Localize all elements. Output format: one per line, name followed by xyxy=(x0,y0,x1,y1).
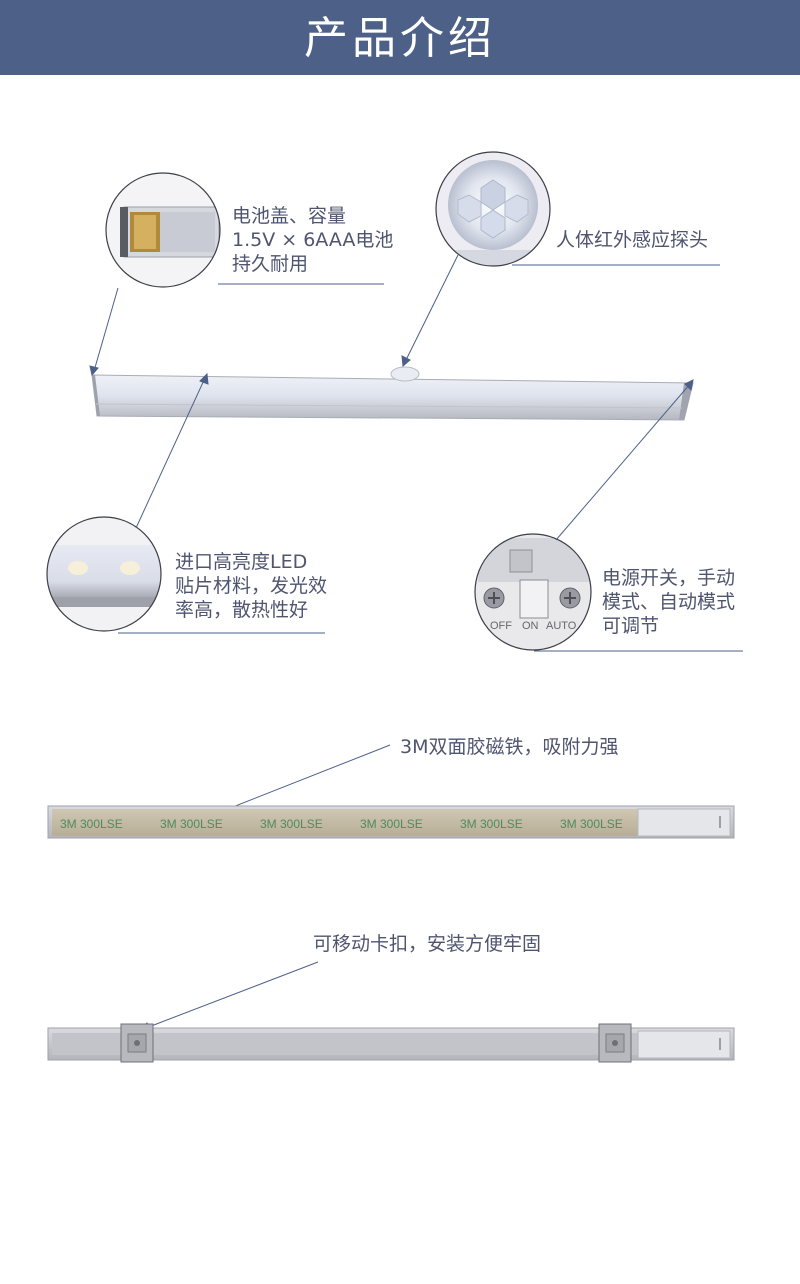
adhesive-tape xyxy=(52,809,638,836)
tape-print-repeat: 3M 300LSE 3M 300LSE 3M 300LSE 3M 300LSE … xyxy=(60,817,623,831)
switch-auto-text: AUTO xyxy=(546,620,577,632)
led-label-line-1: 进口高亮度LED xyxy=(175,551,308,573)
switch-off-text: OFF xyxy=(490,620,512,632)
switch-label: 电源开关，手动 模式、自动模式 可调节 xyxy=(602,566,735,638)
svg-text:3M 300LSE: 3M 300LSE xyxy=(260,817,323,831)
switch-on-text: ON xyxy=(522,620,539,632)
led-label: 进口高亮度LED 贴片材料，发光效 率高，散热性好 xyxy=(175,550,327,622)
svg-text:3M 300LSE: 3M 300LSE xyxy=(460,817,523,831)
sensor-dome xyxy=(390,366,420,382)
light-bar xyxy=(91,366,694,421)
sensor-zoom-circle xyxy=(435,151,551,267)
sensor-label: 人体红外感应探头 xyxy=(556,228,708,252)
svg-text:3M 300LSE: 3M 300LSE xyxy=(60,817,123,831)
title-banner: 产品介绍 xyxy=(0,0,800,75)
switch-zoom-circle: OFF ON AUTO xyxy=(474,533,592,651)
bar-back-with-tape: 3M 300LSE 3M 300LSE 3M 300LSE 3M 300LSE … xyxy=(47,805,735,839)
battery-zoom-circle xyxy=(105,172,221,288)
svg-text:3M 300LSE: 3M 300LSE xyxy=(560,817,623,831)
adhesive-label: 3M双面胶磁铁，吸附力强 xyxy=(400,736,619,758)
callout-underlines xyxy=(118,264,743,652)
mounting-clip-left xyxy=(120,1023,154,1063)
led-zoom-circle xyxy=(46,516,162,632)
led-label-line-3: 率高，散热性好 xyxy=(175,599,309,621)
battery-label-line-3: 持久耐用 xyxy=(232,253,309,275)
switch-label-line-1: 电源开关，手动 xyxy=(602,567,736,589)
switch-label-line-3: 可调节 xyxy=(602,615,660,637)
svg-text:3M 300LSE: 3M 300LSE xyxy=(360,817,423,831)
page-title: 产品介绍 xyxy=(304,13,496,64)
svg-text:3M 300LSE: 3M 300LSE xyxy=(160,817,223,831)
clip-label: 可移动卡扣，安装方便牢固 xyxy=(313,933,542,955)
bar-back-with-clips xyxy=(47,1023,735,1063)
led-label-line-2: 贴片材料，发光效 xyxy=(175,575,328,597)
sensor-label-line-1: 人体红外感应探头 xyxy=(556,229,709,251)
battery-label-line-1: 电池盖、容量 xyxy=(232,205,347,227)
mounting-clip-right xyxy=(598,1023,632,1063)
switch-label-line-2: 模式、自动模式 xyxy=(602,591,736,613)
battery-label: 电池盖、容量 1.5V × 6AAA电池 持久耐用 xyxy=(232,204,393,276)
battery-label-line-2: 1.5V × 6AAA电池 xyxy=(232,229,394,251)
